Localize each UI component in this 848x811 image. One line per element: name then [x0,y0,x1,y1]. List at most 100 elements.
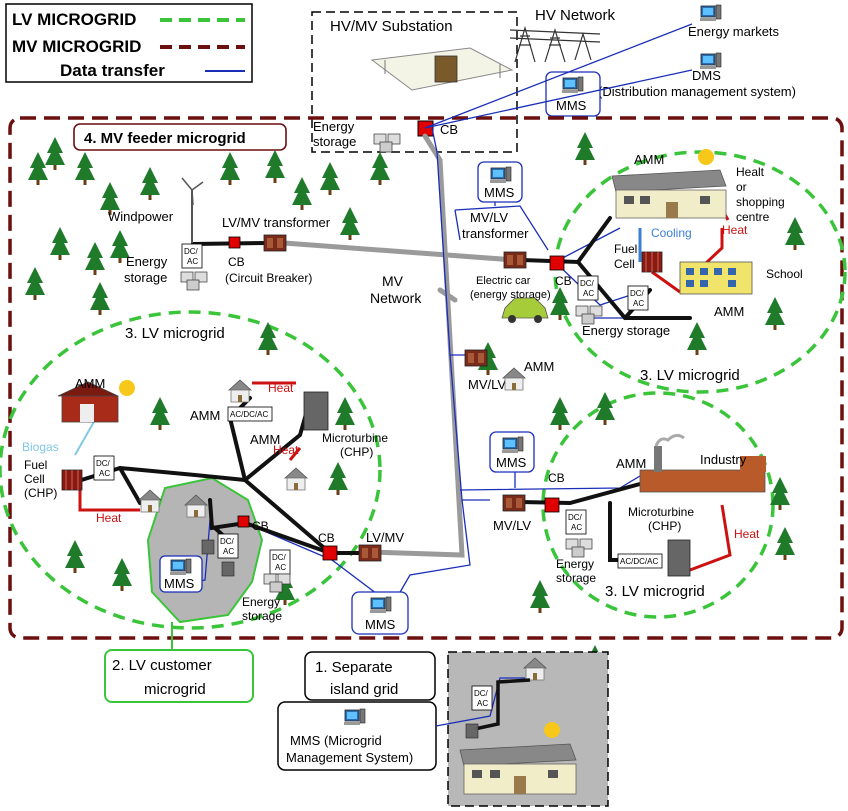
legend-mv-label: MV MICROGRID [12,37,141,56]
hv-pylons-graphic [509,25,601,63]
bottom-right-battery [565,538,593,558]
left-acdcac-label: AC/DC/AC [230,410,268,419]
left-microturbine-unit [303,391,329,431]
left-main-cb-label: CB [318,531,335,545]
lv-customer-label-2: microgrid [144,681,206,698]
sun-island [544,722,560,738]
health-centre-label-2: or [736,180,747,194]
customer-battery-unit-2 [201,539,215,555]
fuel-cell-label-2: Cell [614,257,635,271]
dms-label: DMS [692,68,721,83]
industry-label: Industry [700,452,747,467]
cooling-label: Cooling [651,226,692,240]
house-left-top-amm: AMM [190,408,220,423]
mv-feeder-title-box: 4. MV feeder microgrid [73,123,287,151]
house-left-mid-amm: AMM [250,432,280,447]
wind-dcac-box [181,243,203,269]
mms-bottom-right: MMS [489,431,535,473]
wind-dcac-line1: DC/ [184,247,199,256]
left-storage-dcac-line1: DC/ [272,553,287,562]
wind-cb [228,236,241,249]
bottom-right-lv-label: 3. LV microgrid [605,583,705,600]
substation-title: HV/MV Substation [330,18,453,35]
fuelcell-dcac-line2: AC [633,299,644,308]
left-microturbine-1: Microturbine [322,431,388,445]
left-storage-label-2: storage [242,609,282,623]
data-lines [189,23,693,619]
bottom-right-cb-label: CB [548,471,565,485]
substation-storage-label-1: Energy [313,119,355,134]
mms-top-label: MMS [556,98,587,113]
bottom-right-storage-label-2: storage [556,571,596,585]
lvmv-transformer-left [358,544,382,562]
biogas-label: Biogas [22,440,59,454]
island-building [459,743,577,795]
top-right-cb [549,255,565,271]
island-label-2: island grid [330,681,398,698]
mv-network-label-1: MV [382,273,404,289]
top-right-dcac-line1: DC/ [580,279,595,288]
mvlv-transformer-label-1: MV/LV [470,210,508,225]
house-left-1 [138,489,162,513]
fuel-cell-left-label-2: Cell [24,472,45,486]
left-storage-label-1: Energy [242,595,280,609]
lv-customer-callout: 2. LV customer microgrid [104,649,254,703]
biogas-line [74,419,96,456]
barn-amm: AMM [75,376,105,391]
health-centre-building [611,169,727,219]
substation-cb-label: CB [440,122,458,137]
top-right-storage-label: Energy storage [582,323,670,338]
house-middle [502,367,526,391]
legend-data-label: Data transfer [60,61,165,80]
left-storage-dcac-line2: AC [275,563,286,572]
mms-bottom: MMS [351,591,409,635]
legend-lv-label: LV MICROGRID [12,10,136,29]
bottom-right-dcac-line1: DC/ [568,513,583,522]
bottom-right-acdcac-label: AC/DC/AC [620,557,658,566]
energy-markets-label: Energy markets [688,24,780,39]
windpower-label: Windpower [108,209,174,224]
island-power-line [469,678,531,732]
wind-cb-label: CB [228,255,245,269]
left-dcac-line1: DC/ [96,459,111,468]
left-lv-label: 3. LV microgrid [125,325,225,342]
island-dcac-line2: AC [477,699,488,708]
customer-cb [237,515,250,528]
circuit-breaker-label: (Circuit Breaker) [225,271,312,285]
mv-network-label-2: Network [370,290,422,306]
mms-top: MMS [545,71,601,117]
left-microturbine-2: (CHP) [340,445,373,459]
fuel-cell-left-label-1: Fuel [24,458,47,472]
sun-left [119,380,135,396]
mms-full-callout: MMS (Microgrid Management System) [277,701,437,771]
customer-dcac-line2: AC [223,547,234,556]
mv-feeder-title: 4. MV feeder microgrid [84,130,246,147]
mms-center-label: MMS [484,185,515,200]
house-left-mid [284,467,308,491]
bottom-right-microturbine-1: Microturbine [628,505,694,519]
hv-network-label: HV Network [535,7,616,24]
heat-label-top-right: Heat [722,223,748,237]
legend: LV MICROGRID MV MICROGRID Data transfer [5,3,253,83]
barn-building [57,381,119,423]
wind-storage-label-1: Energy [126,254,168,269]
fuel-cell-label-1: Fuel [614,242,637,256]
mms-bottom-label: MMS [365,617,396,632]
mvlv-transformer-middle [464,349,488,367]
mms-center: MMS [477,161,523,203]
wind-storage-label-2: storage [124,270,167,285]
dms: DMS (Distribution management system) [598,52,796,99]
bottom-right-dcac-line2: AC [571,523,582,532]
electric-car [501,297,549,323]
wind-battery [180,271,208,291]
top-right-dcac-box [577,275,599,301]
bottom-right-acdcac-box [617,553,663,569]
heat-label-left-top: Heat [268,381,294,395]
bottom-right-microturbine-unit [667,539,691,577]
school-label: School [766,267,803,281]
mms-customer: MMS [159,555,203,593]
health-centre-amm: AMM [634,152,664,167]
industry-amm: AMM [616,456,646,471]
top-right-cb-label: CB [555,274,572,288]
electric-car-label-1: Electric car [476,275,531,287]
